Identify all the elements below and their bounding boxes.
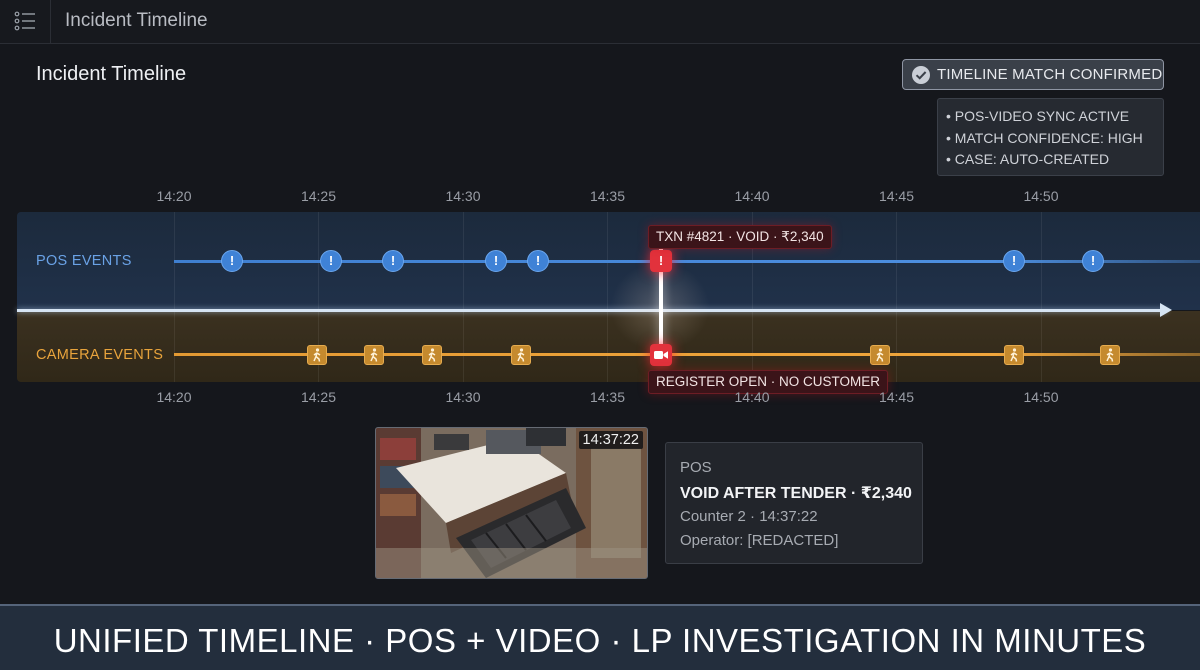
tick-label-top: 14:45 xyxy=(878,188,915,204)
camera-event-marker[interactable] xyxy=(870,345,890,365)
pos-event-marker[interactable]: ! xyxy=(1003,250,1025,272)
card-meta: Counter 2 · 14:37:22 xyxy=(680,508,818,525)
status-box: • POS-VIDEO SYNC ACTIVE • MATCH CONFIDEN… xyxy=(937,98,1164,176)
pos-event-marker[interactable]: ! xyxy=(1082,250,1104,272)
list-menu-icon xyxy=(14,11,35,31)
video-timestamp: 14:37:22 xyxy=(578,431,643,449)
walking-person-icon xyxy=(370,348,378,362)
video-thumbnail[interactable]: 14:37:22 xyxy=(375,427,648,579)
transaction-callout: TXN #4821 · VOID · ₹2,340 xyxy=(648,225,832,249)
tick-label-bottom: 14:40 xyxy=(734,389,770,405)
pos-alert-marker[interactable]: ! xyxy=(650,250,672,272)
camera-track xyxy=(174,353,1200,356)
pos-event-marker[interactable]: ! xyxy=(221,250,243,272)
walking-person-icon xyxy=(1010,348,1018,362)
walking-person-icon xyxy=(876,348,884,362)
check-circle-icon xyxy=(912,66,930,84)
gridline xyxy=(752,212,753,382)
badge-label: TIMELINE MATCH CONFIRMED xyxy=(937,66,1163,83)
status-case: • CASE: AUTO-CREATED xyxy=(946,151,1110,167)
camera-event-marker[interactable] xyxy=(511,345,531,365)
tick-label-top: 14:50 xyxy=(1023,188,1059,204)
axis-arrow-icon xyxy=(1160,303,1172,317)
tick-label-top: 14:40 xyxy=(734,188,770,204)
camera-alert-marker[interactable] xyxy=(650,344,672,366)
camera-event-marker[interactable] xyxy=(307,345,327,365)
pos-event-marker[interactable]: ! xyxy=(527,250,549,272)
top-bar: Incident Timeline xyxy=(0,0,1200,44)
gridline xyxy=(463,212,464,382)
camera-lane xyxy=(17,311,1200,382)
match-confirmed-badge[interactable]: TIMELINE MATCH CONFIRMED xyxy=(902,59,1164,90)
tick-label-bottom: 14:45 xyxy=(878,389,915,405)
tick-label-top: 14:30 xyxy=(445,188,481,204)
footer-caption: UNIFIED TIMELINE · POS + VIDEO · LP INVE… xyxy=(53,622,1147,659)
tick-label-bottom: 14:35 xyxy=(589,389,626,405)
tick-label-bottom: 14:25 xyxy=(300,389,337,405)
gridline xyxy=(174,212,175,382)
video-camera-icon xyxy=(654,351,668,359)
tick-label-bottom: 14:50 xyxy=(1023,389,1059,405)
pos-event-marker[interactable]: ! xyxy=(382,250,404,272)
panel-title: Incident Timeline xyxy=(36,63,187,85)
gridline xyxy=(1041,212,1042,382)
tick-label-bottom: 14:30 xyxy=(445,389,481,405)
register-cctv-frame xyxy=(376,428,647,578)
pos-event-marker[interactable]: ! xyxy=(485,250,507,272)
event-detail-card: POS VOID AFTER TENDER · ₹2,340 Counter 2… xyxy=(665,442,923,564)
status-sync: • POS-VIDEO SYNC ACTIVE xyxy=(946,108,1130,124)
gridline xyxy=(607,212,608,382)
camera-event-marker[interactable] xyxy=(1004,345,1024,365)
gridline xyxy=(896,212,897,382)
camera-callout: REGISTER OPEN · NO CUSTOMER xyxy=(648,370,889,394)
pos-event-marker[interactable]: ! xyxy=(320,250,342,272)
tick-label-top: 14:35 xyxy=(589,188,626,204)
gridline xyxy=(318,212,319,382)
camera-event-marker[interactable] xyxy=(422,345,442,365)
app-title: Incident Timeline xyxy=(65,10,208,31)
menu-button[interactable] xyxy=(0,0,51,44)
pos-track xyxy=(174,260,1200,263)
time-axis xyxy=(17,309,1167,312)
card-operator: Operator: [REDACTED] xyxy=(680,532,839,549)
walking-person-icon xyxy=(313,348,321,362)
camera-lane-label: CAMERA EVENTS xyxy=(36,347,164,363)
card-title: VOID AFTER TENDER · ₹2,340 xyxy=(680,485,912,502)
card-kicker: POS xyxy=(680,459,712,476)
tick-label-top: 14:20 xyxy=(156,188,192,204)
walking-person-icon xyxy=(428,348,436,362)
camera-event-marker[interactable] xyxy=(364,345,384,365)
camera-event-marker[interactable] xyxy=(1100,345,1120,365)
tick-label-top: 14:25 xyxy=(300,188,337,204)
tick-label-bottom: 14:20 xyxy=(156,389,192,405)
footer-banner: UNIFIED TIMELINE · POS + VIDEO · LP INVE… xyxy=(0,604,1200,670)
match-connector xyxy=(659,248,663,356)
status-confidence: • MATCH CONFIDENCE: HIGH xyxy=(946,129,1143,146)
walking-person-icon xyxy=(1106,348,1114,362)
pos-lane-label: POS EVENTS xyxy=(36,253,132,269)
walking-person-icon xyxy=(517,348,525,362)
